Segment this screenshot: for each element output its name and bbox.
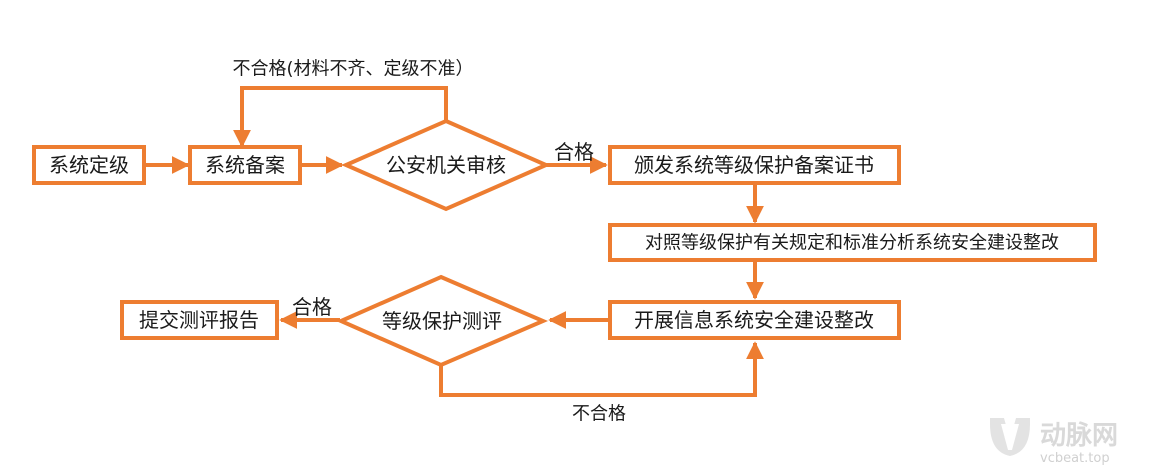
node-grading-box — [32, 145, 146, 185]
node-police-review-label: 公安机关审核 — [386, 153, 506, 177]
node-grading-label: 系统定级 — [49, 153, 129, 177]
watermark: 动脉网 vcbeat.top — [990, 418, 1118, 466]
node-rectification-label: 开展信息系统安全建设整改 — [634, 308, 874, 332]
edge-label-assess-pass: 合格 — [292, 295, 332, 319]
watermark-site: vcbeat.top — [1040, 451, 1110, 466]
node-filing-label: 系统备案 — [205, 153, 285, 177]
node-certificate-box — [608, 145, 901, 185]
node-assessment-diamond — [336, 274, 549, 368]
edge-label-assess-fail: 不合格 — [572, 404, 626, 425]
node-report-box — [120, 300, 279, 340]
edge-assess-fail-loop — [439, 341, 764, 397]
node-gap-analysis-box — [608, 223, 1097, 262]
node-gap-analysis-label: 对照等级保护有关规定和标准分析系统安全建设整改 — [645, 233, 1059, 254]
node-filing-box — [188, 145, 302, 185]
node-police-review-diamond — [341, 118, 551, 212]
watermark-brand: 动脉网 — [1040, 421, 1118, 451]
node-assessment-label: 等级保护测评 — [382, 309, 502, 333]
edge-label-review-fail: 不合格(材料不齐、定级不准） — [232, 59, 473, 80]
node-report-label: 提交测评报告 — [139, 308, 259, 332]
watermark-logo-icon — [990, 418, 1030, 456]
edge-review-fail-loop — [233, 86, 448, 148]
node-certificate-label: 颁发系统等级保护备案证书 — [634, 153, 874, 177]
edge-label-review-pass: 合格 — [554, 140, 594, 164]
node-rectification-box — [608, 300, 901, 340]
